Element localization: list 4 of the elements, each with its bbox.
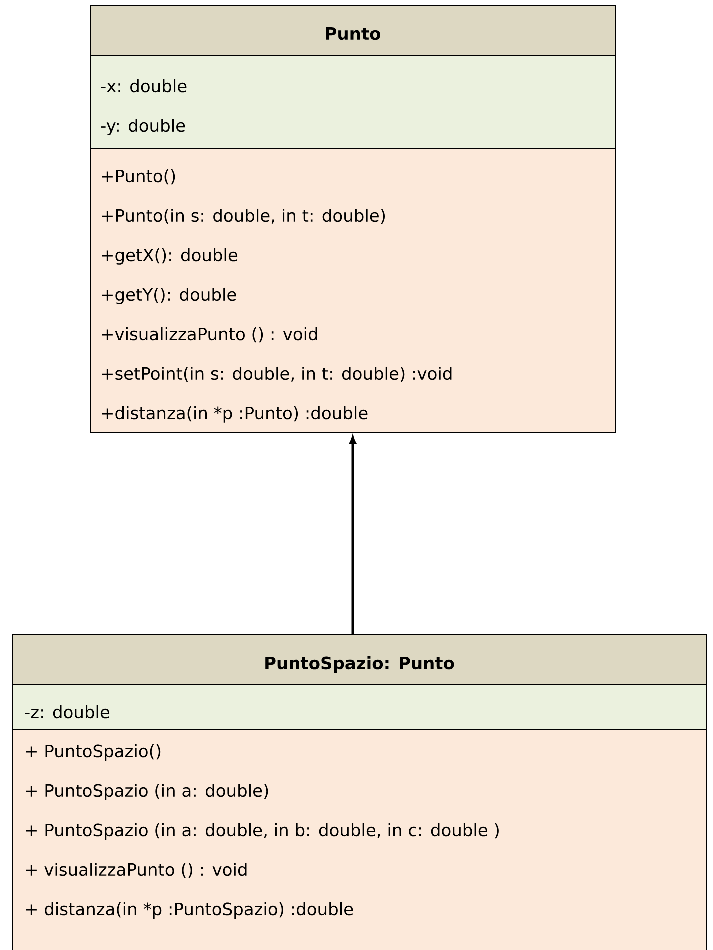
class-compartment: -x: double -y: double [90, 55, 616, 149]
class-compartment: -z: double [12, 684, 707, 730]
class-compartment: + PuntoSpazio() + PuntoSpazio (in a: double) + PuntoSpazio (in a: double, in b: double, in c: double ) + visualizzaPunto () : void + distanza(in *p :PuntoSpazio) :double [12, 729, 707, 950]
class-compartment: +Punto() +Punto(in s: double, in t: double) +getX(): double +getY(): double +visualizzaPunto () : void +setPoint(in s: double, in t: double) :void +distanza(in *p :Punto) :double [90, 148, 616, 433]
